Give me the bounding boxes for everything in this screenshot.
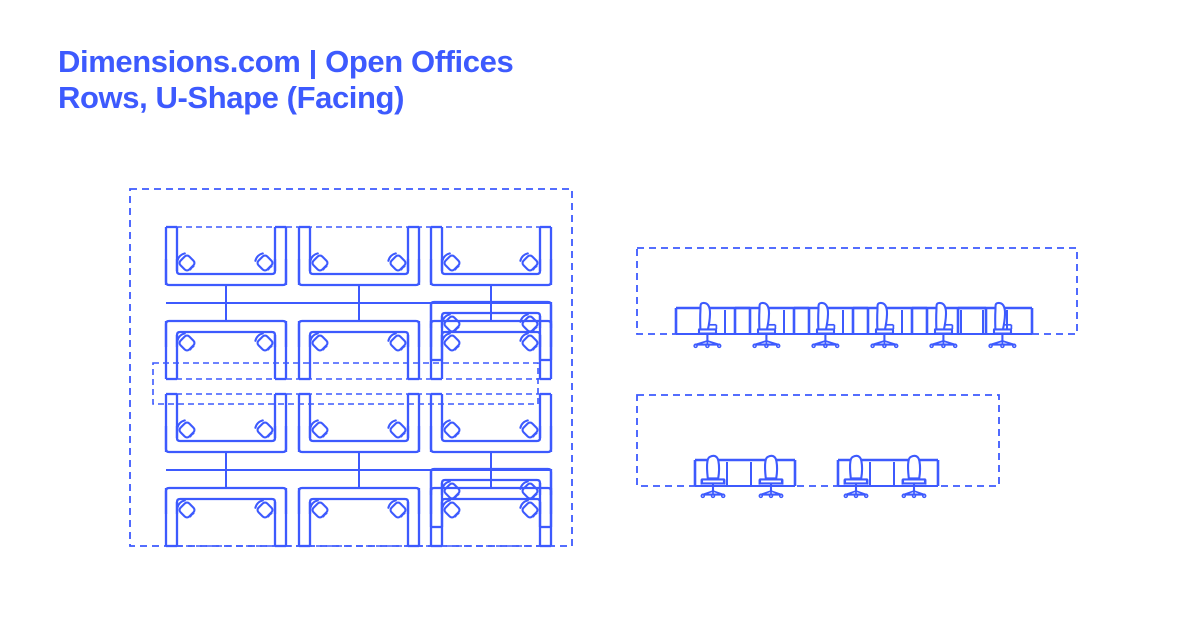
front-elevation-content [674, 301, 1034, 349]
office-chair-icon [988, 301, 1017, 349]
office-chair-icon [693, 301, 722, 349]
side-elevation-group-1 [693, 454, 797, 499]
workstation-block-upper [166, 227, 551, 379]
plan-view [129, 188, 573, 547]
side-elevation-boundary [636, 394, 1000, 487]
circulation-corridor [152, 362, 539, 405]
plan-boundary [129, 188, 573, 547]
title-line-1: Dimensions.com | Open Offices [58, 44, 514, 79]
office-chair-icon [752, 301, 781, 349]
office-chair-icon [929, 301, 958, 349]
office-chair-icon [901, 454, 927, 499]
office-chair-icon [811, 301, 840, 349]
office-chair-icon [870, 301, 899, 349]
title-line-2: Rows, U-Shape (Facing) [58, 80, 405, 115]
front-elevation [636, 247, 1078, 349]
office-chair-icon [700, 454, 726, 499]
office-chair-icon [843, 454, 869, 499]
side-elevation-group-2 [836, 454, 940, 499]
workstation-block-lower [166, 394, 551, 546]
office-chair-icon [758, 454, 784, 499]
page-title: Dimensions.com | Open Offices Rows, U-Sh… [58, 44, 698, 116]
side-elevation [636, 394, 1000, 499]
